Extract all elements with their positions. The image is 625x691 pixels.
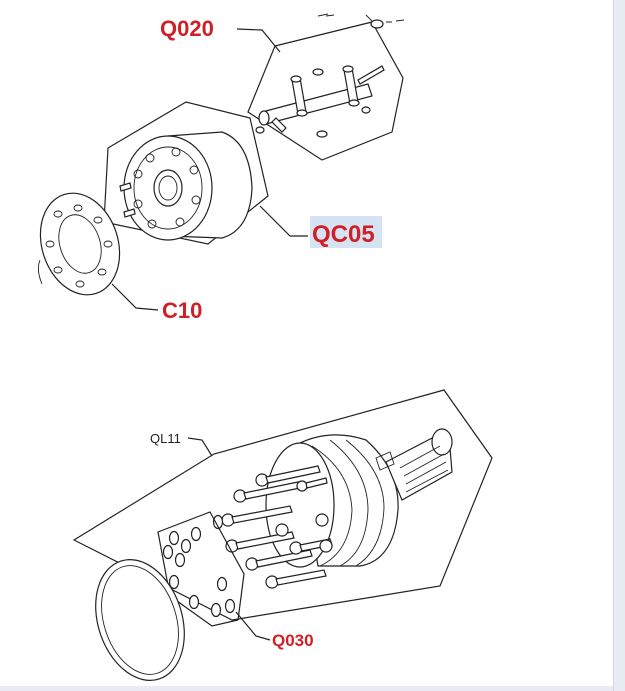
- group-outline-ql11: [72, 389, 493, 621]
- label-q030: Q030: [272, 631, 314, 650]
- group-outline-q020: [247, 21, 404, 161]
- leader-c10: [111, 283, 159, 311]
- vertical-scrollbar[interactable]: [613, 0, 625, 691]
- cross-shaft-part: [255, 65, 385, 138]
- label-qc05: QC05: [312, 221, 375, 248]
- bottom-edge: [0, 686, 613, 691]
- cylinder-block-part: [119, 131, 253, 241]
- leader-q030: [235, 611, 271, 641]
- valve-plate-part: [37, 192, 121, 296]
- label-highlight-qc05: [310, 216, 382, 248]
- label-ql11: QL11: [150, 431, 181, 446]
- fitting-top: [317, 13, 405, 29]
- leader-qc05: [259, 205, 308, 237]
- leader-ql11: [187, 437, 213, 457]
- label-q020: Q020: [160, 16, 214, 41]
- seal-set-part: [162, 514, 236, 618]
- leader-q020: [236, 28, 281, 53]
- exploded-parts-diagram: Q020: [37, 13, 493, 681]
- label-c10: C10: [162, 298, 202, 323]
- o-ring-part: [95, 559, 185, 681]
